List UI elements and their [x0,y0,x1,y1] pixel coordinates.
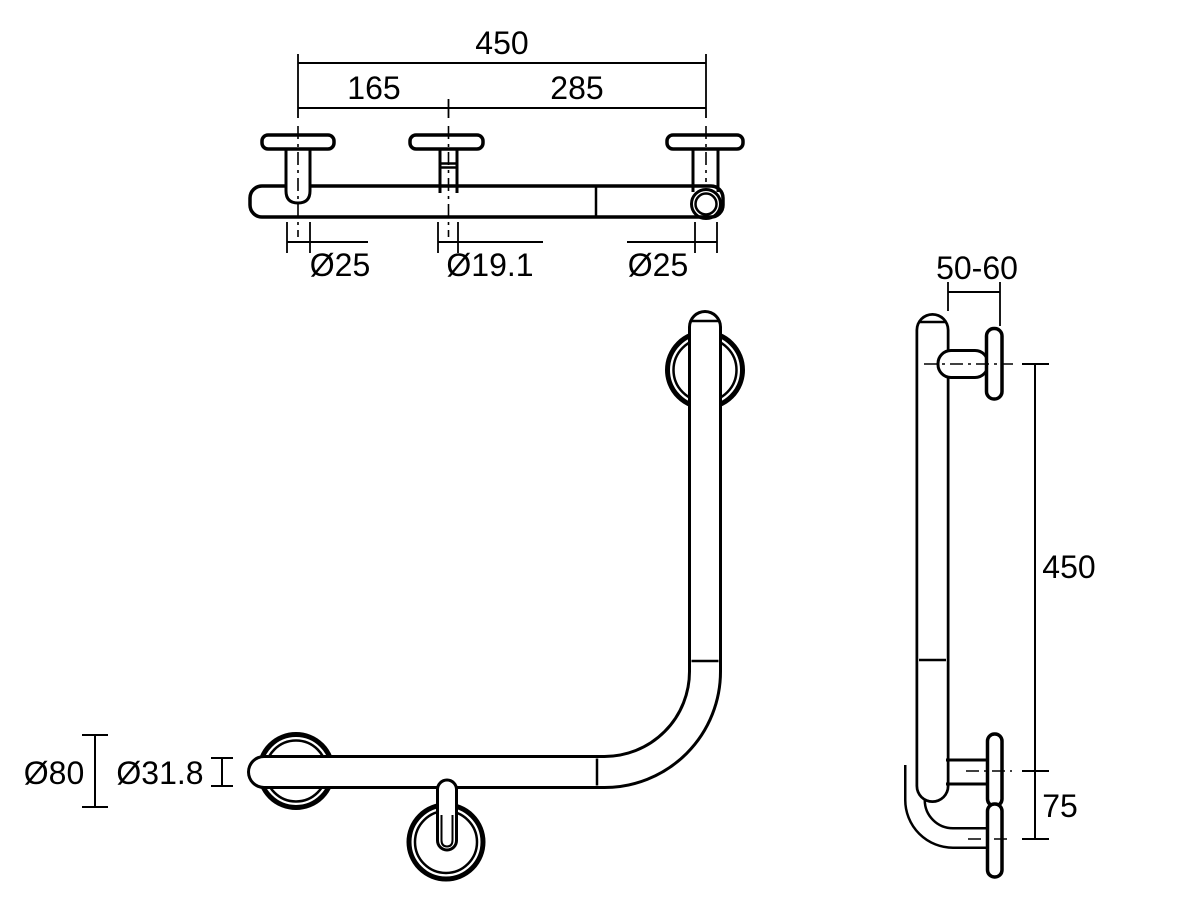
dim-label-overall: 450 [475,25,528,61]
dim-label-height: 450 [1042,549,1095,585]
dim-label-right-post: Ø25 [628,247,688,283]
dim-label-tube: Ø31.8 [116,755,203,791]
dim-label-wall-offset: 50-60 [936,250,1018,286]
top-view-middle-flange-cap [408,133,485,151]
dim-label-flange: Ø80 [24,755,84,791]
dim-label-mid-post: Ø19.1 [446,247,533,283]
side-view: 50-60 450 75 [904,250,1096,879]
side-view-return-bend-core [906,765,992,847]
top-view-right-flange-cap [665,133,745,151]
top-view-left-post [284,143,312,205]
top-view: 450 165 285 Ø25 Ø19.1 Ø25 [248,25,745,283]
side-view-upper-bottom-flange [985,732,1004,808]
dim-label-left-span: 165 [347,70,400,106]
top-view-tube [248,184,725,219]
front-view: Ø80 Ø31.8 [24,310,745,882]
side-view-lower-bottom-flange [985,802,1004,879]
top-view-bend-inner-circle [694,192,718,216]
dim-label-right-span: 285 [550,70,603,106]
dim-label-drop: 75 [1042,788,1078,824]
dim-label-left-post: Ø25 [310,247,370,283]
front-view-bottom-stem-inner [440,815,454,848]
front-view-bottom-stem [436,778,458,852]
front-view-tube-core [250,313,719,786]
top-view-bend-outer-circle [690,188,722,220]
